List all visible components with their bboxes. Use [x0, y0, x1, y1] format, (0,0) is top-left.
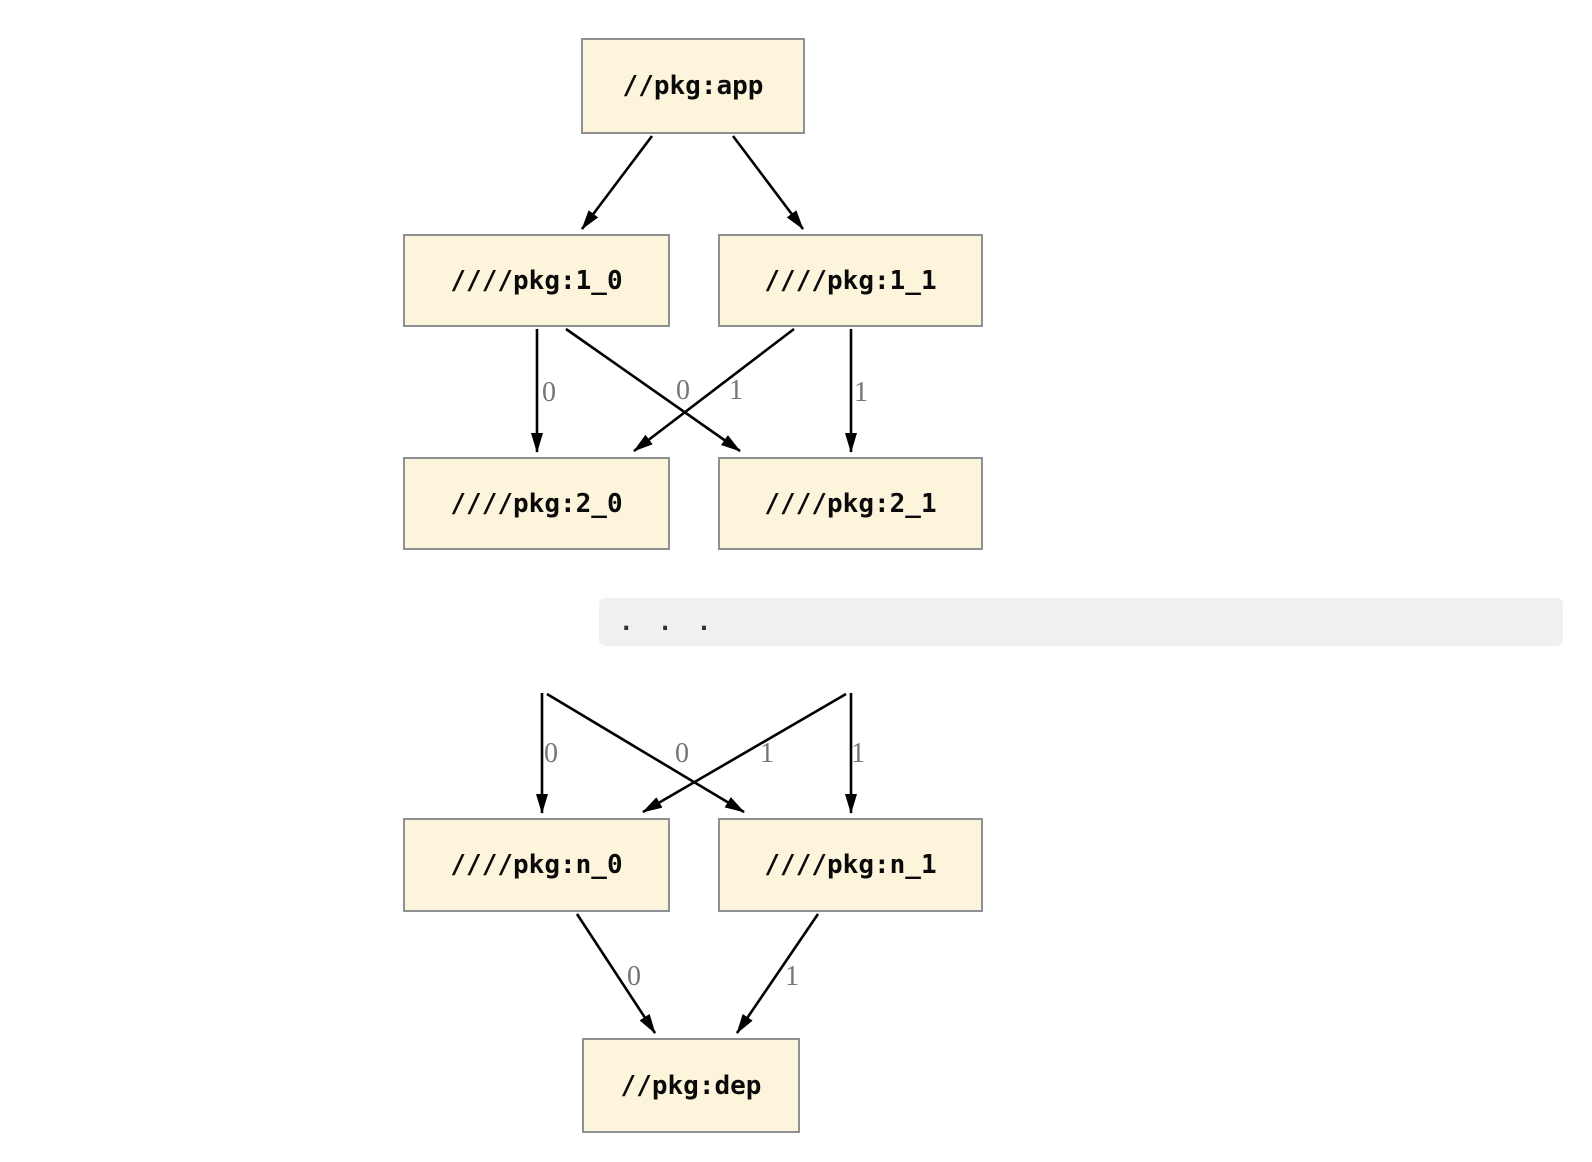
- node-pkg-2_0: ////pkg:2_0: [403, 457, 670, 550]
- edge-1_1-to-2_0: [633, 327, 795, 453]
- edge-label-elided-n_1-cross: 1: [760, 738, 774, 769]
- node-pkg-1_1: ////pkg:1_1: [718, 234, 983, 327]
- node-pkg-dep: //pkg:dep: [582, 1038, 800, 1133]
- node-pkg-1_0: ////pkg:1_0: [403, 234, 670, 327]
- edge-label-1_1-2_0: 0: [676, 375, 690, 406]
- edge-label-n_1-dep: 1: [785, 961, 799, 992]
- node-pkg-2_1: ////pkg:2_1: [718, 457, 983, 550]
- edge-label-1_0-2_1: 1: [729, 375, 743, 406]
- edge-n_0-to-dep: [575, 913, 657, 1034]
- edge-label-elided-n_0-cross: 0: [675, 738, 689, 769]
- edge-label-elided-n_1-straight: 1: [851, 738, 865, 769]
- node-pkg-app: //pkg:app: [581, 38, 805, 134]
- ellipsis-separator: . . .: [599, 598, 1563, 646]
- edge-label-elided-n_0-straight: 0: [544, 738, 558, 769]
- edge-elided-to-n_0-cross: [642, 692, 847, 814]
- edge-1_0-to-2_1: [565, 327, 741, 453]
- edge-n_1-to-dep: [735, 913, 820, 1034]
- edge-app-to-1_0: [580, 135, 654, 230]
- edge-label-1_1-2_1: 1: [854, 377, 868, 408]
- edge-label-1_0-2_0: 0: [542, 377, 556, 408]
- edge-app-to-1_1: [731, 135, 805, 230]
- node-pkg-n_0: ////pkg:n_0: [403, 818, 670, 912]
- edge-label-n_0-dep: 0: [627, 961, 641, 992]
- node-pkg-n_1: ////pkg:n_1: [718, 818, 983, 912]
- edge-elided-to-n_1-cross: [546, 692, 745, 814]
